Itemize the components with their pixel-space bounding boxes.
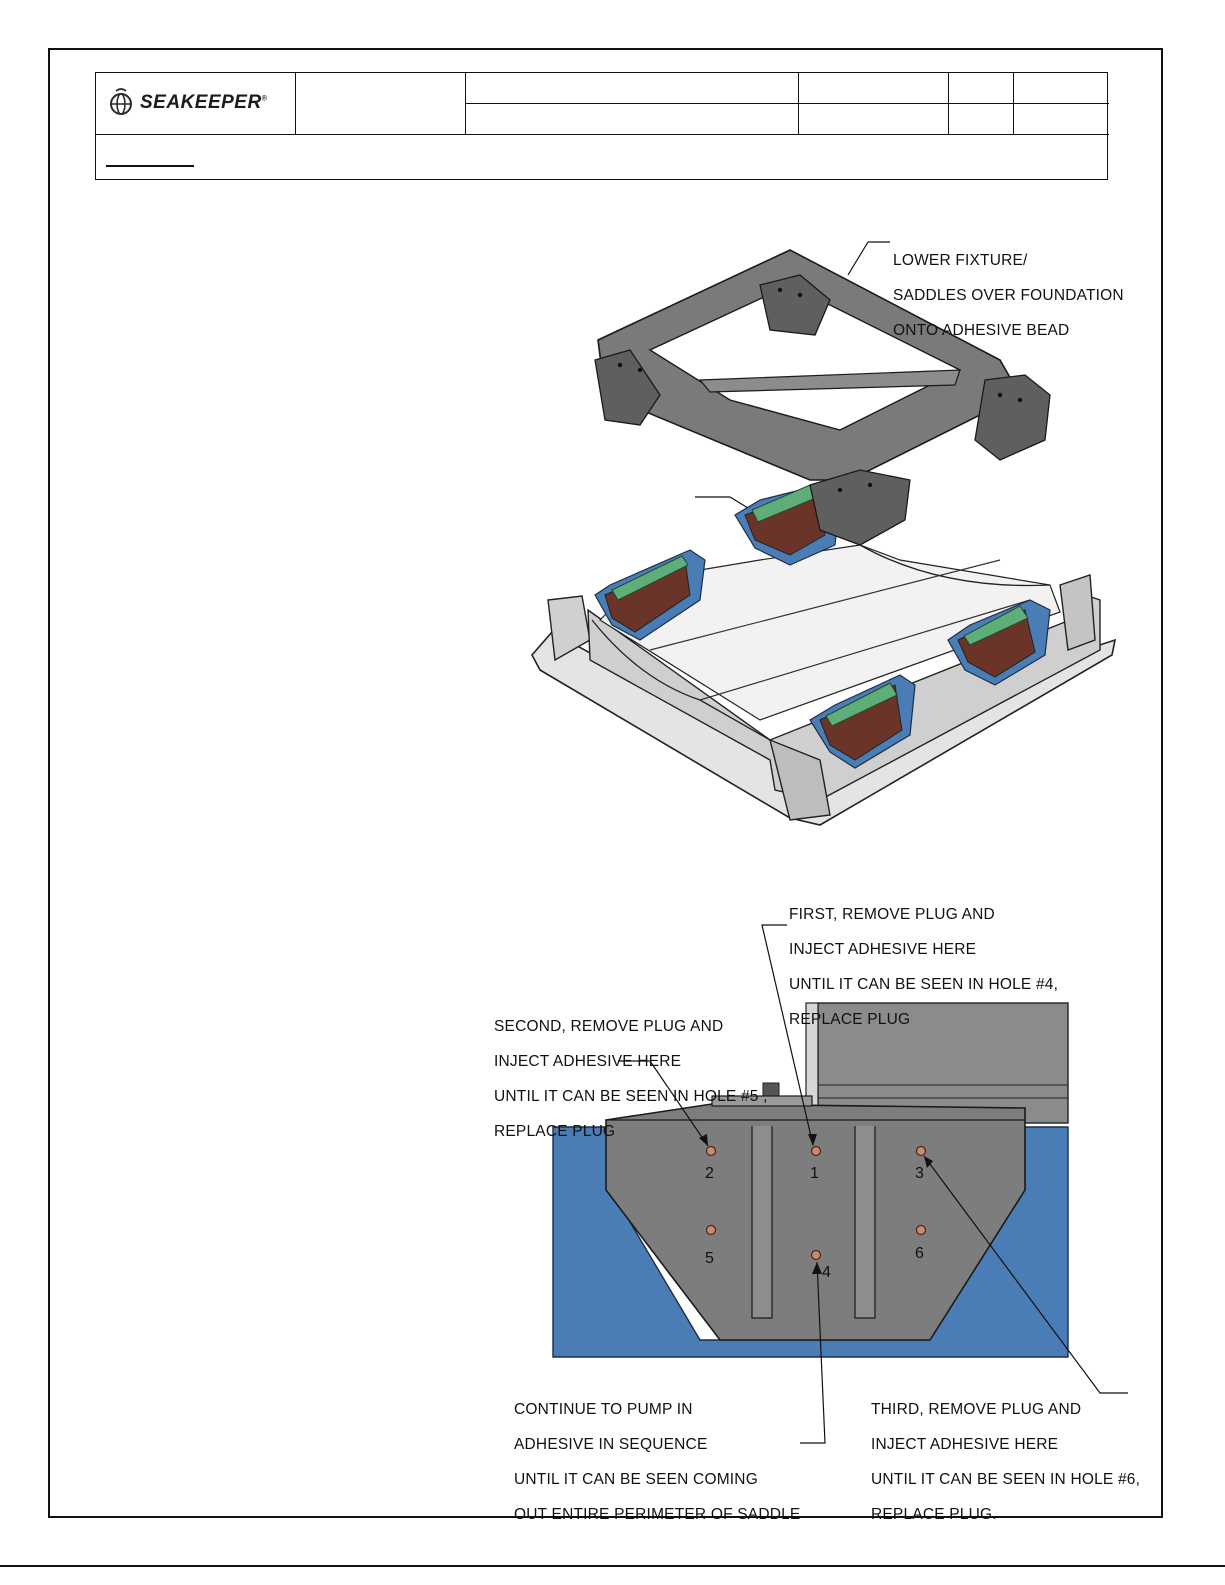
- title-cell-d1: [949, 73, 1014, 104]
- title-cell-a: [296, 73, 466, 135]
- seakeeper-logo-icon: [110, 88, 132, 115]
- saddle-front-right: [947, 599, 1051, 686]
- hole-label-2: 2: [705, 1165, 714, 1182]
- callout-second-step: SECOND, REMOVE PLUG AND INJECT ADHESIVE …: [494, 1017, 768, 1140]
- title-cell-e1: [1014, 73, 1109, 104]
- title-cell-c1: [799, 73, 949, 104]
- logo-cell: SEAKEEPER®: [96, 73, 296, 135]
- seakeeper-logo: SEAKEEPER®: [108, 87, 267, 119]
- saddle-front-left: [809, 674, 916, 769]
- drawing-frame: [48, 48, 1163, 1518]
- lower-fixture: [594, 249, 1051, 546]
- brand-name: SEAKEEPER®: [140, 92, 268, 113]
- hole-label-3: 3: [915, 1165, 924, 1182]
- hole-5-plug: [705, 1224, 717, 1236]
- title-cell-e2: [1014, 104, 1109, 135]
- hole-1-plug: [810, 1145, 822, 1157]
- title-cell-b2: [466, 104, 799, 135]
- hole-3-plug: [915, 1145, 927, 1157]
- callout-continue-step: CONTINUE TO PUMP IN ADHESIVE IN SEQUENCE…: [514, 1400, 801, 1523]
- hole-2-plug: [705, 1145, 717, 1157]
- title-block: SEAKEEPER®: [95, 72, 1109, 180]
- hole-label-6: 6: [915, 1245, 924, 1262]
- title-cell-c2: [799, 104, 949, 135]
- page-bottom-rule: [0, 1565, 1225, 1567]
- hole-label-5: 5: [705, 1250, 714, 1267]
- hole-6-plug: [915, 1224, 927, 1236]
- saddle-rear-left: [594, 549, 706, 641]
- lower-fixture-leader: [847, 241, 869, 276]
- callout-lower-fixture: LOWER FIXTURE/ SADDLES OVER FOUNDATION O…: [893, 251, 1124, 339]
- callout-first-step: FIRST, REMOVE PLUG AND INJECT ADHESIVE H…: [789, 905, 1059, 1028]
- detail-leaders: [618, 924, 1128, 1444]
- saddle-rear-right: [734, 484, 841, 566]
- title-cell-b1: [466, 73, 799, 104]
- saddle-detail-view: 2 1 3 5 4 6: [552, 1002, 1069, 1358]
- hole-4-plug: [810, 1249, 822, 1261]
- hole-label-4: 4: [822, 1264, 831, 1281]
- callout-third-step: THIRD, REMOVE PLUG AND INJECT ADHESIVE H…: [871, 1400, 1141, 1523]
- section-underline: [106, 165, 194, 167]
- title-cell-d2: [949, 104, 1014, 135]
- leader-arrowheads: [699, 1134, 933, 1274]
- hole-label-1: 1: [810, 1165, 819, 1182]
